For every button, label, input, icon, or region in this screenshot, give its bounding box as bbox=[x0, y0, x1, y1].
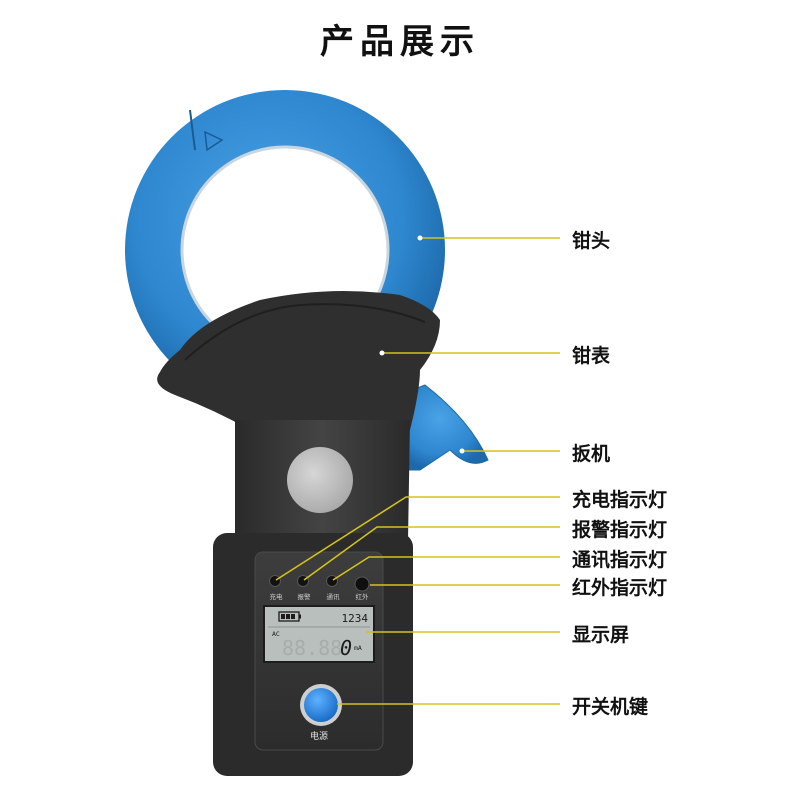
callout-meter: 钳表 bbox=[572, 345, 611, 367]
led-label-comm: 通讯 bbox=[327, 592, 341, 601]
lcd-display: 1234 AC 88.88 0 mA bbox=[263, 605, 375, 663]
leader-charge bbox=[275, 496, 560, 581]
callout-trigger: 扳机 bbox=[572, 443, 611, 465]
callout-jaw: 钳头 bbox=[572, 230, 611, 252]
callout-power-key: 开关机键 bbox=[572, 696, 649, 718]
led-label-alarm: 报警 bbox=[298, 592, 312, 601]
lcd-top-reading: 1234 bbox=[342, 612, 369, 625]
callout-display: 显示屏 bbox=[572, 624, 630, 646]
trigger bbox=[399, 384, 489, 471]
meter-head bbox=[157, 291, 440, 430]
lcd-main-reading: 0 bbox=[340, 636, 352, 660]
power-label: 电源 bbox=[310, 730, 328, 742]
callout-alarm-led: 报警指示灯 bbox=[572, 519, 668, 541]
led-label-charge: 充电 bbox=[270, 592, 284, 601]
battery-icon bbox=[278, 611, 301, 622]
leader-comm bbox=[332, 556, 560, 581]
leader-lines bbox=[275, 235, 560, 705]
callout-comm-led: 通讯指示灯 bbox=[572, 549, 668, 571]
comm-led bbox=[326, 575, 338, 587]
svg-text:88.88: 88.88 bbox=[282, 636, 342, 660]
ir-led bbox=[354, 576, 370, 592]
lcd-mode: AC bbox=[272, 630, 280, 638]
charge-led bbox=[269, 575, 281, 587]
page-title: 产品展示 bbox=[320, 22, 480, 62]
callout-charge-led: 充电指示灯 bbox=[572, 489, 668, 511]
power-button[interactable] bbox=[304, 688, 338, 722]
sensor-window bbox=[287, 447, 353, 513]
callout-ir-led: 红外指示灯 bbox=[572, 577, 668, 599]
leader-alarm bbox=[303, 526, 560, 581]
led-row: 充电 报警 通讯 红外 bbox=[269, 575, 370, 601]
led-label-ir: 红外 bbox=[356, 592, 370, 601]
lcd-unit: mA bbox=[354, 644, 362, 652]
